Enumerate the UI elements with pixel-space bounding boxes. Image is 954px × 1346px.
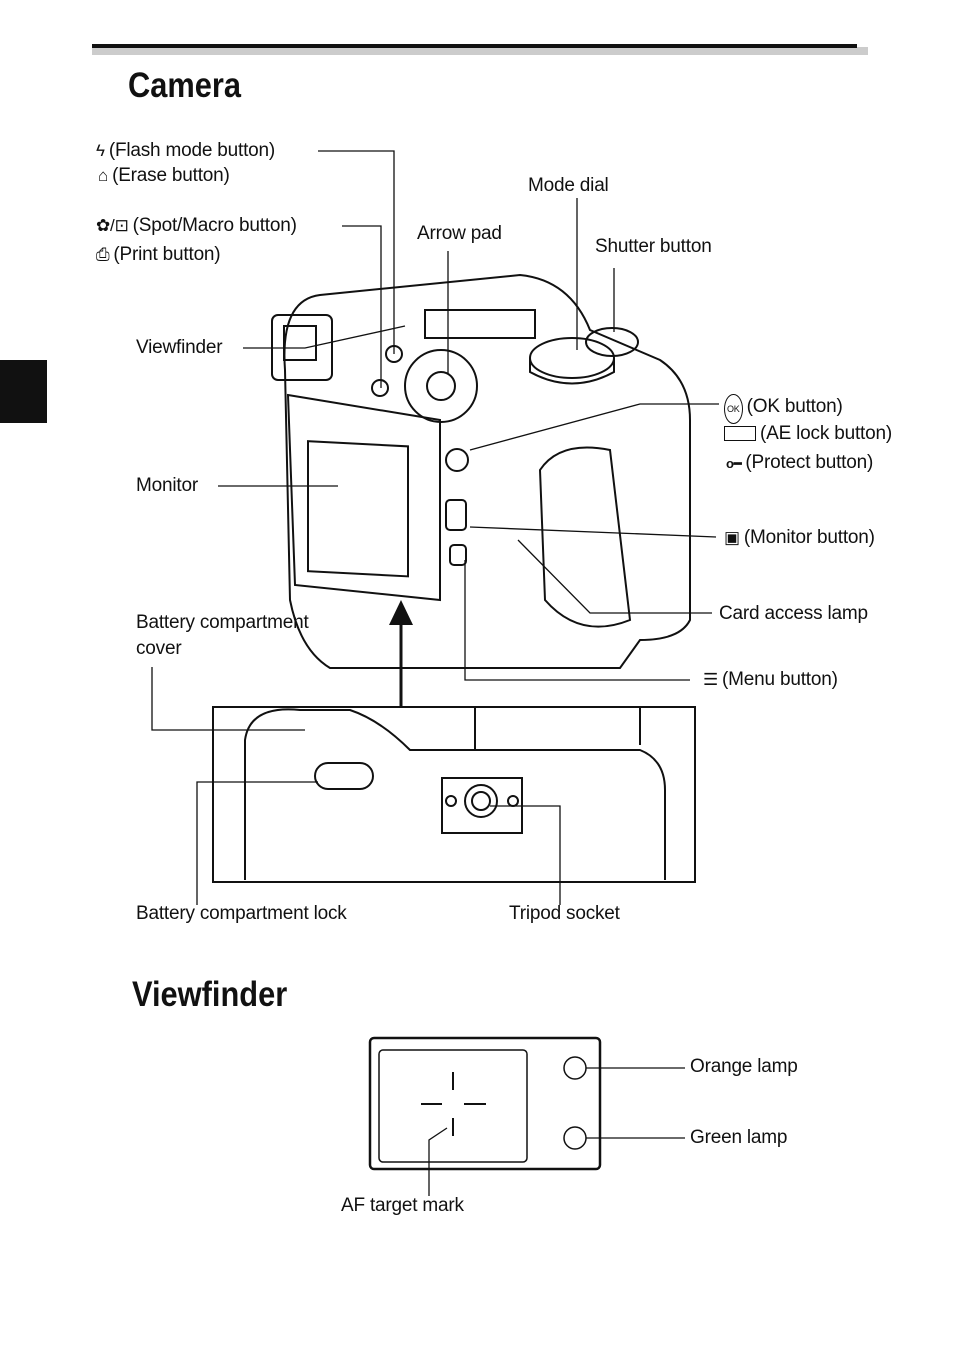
spot-macro-icon: ✿/⊡ [96, 216, 129, 235]
label-card-lamp: Card access lamp [719, 603, 868, 624]
label-tripod: Tripod socket [509, 903, 620, 924]
label-orange-lamp: Orange lamp [690, 1056, 798, 1077]
label-battery-lock: Battery compartment lock [136, 903, 347, 924]
label-battery-cover-2: cover [136, 638, 182, 659]
heading-camera: Camera [128, 66, 242, 105]
label-battery-cover: Battery compartment [136, 612, 309, 633]
label-print: ⎙(Print button) [96, 244, 221, 265]
monitor-icon: ▣ [724, 528, 740, 547]
label-erase: ⌂(Erase button) [98, 165, 230, 186]
label-ae-lock: (AE lock button) [724, 423, 892, 445]
label-monitor: Monitor [136, 475, 198, 496]
print-icon: ⎙ [96, 245, 110, 264]
camera-illustration [271, 273, 691, 669]
label-arrow-pad: Arrow pad [417, 223, 502, 244]
label-protect: o━(Protect button) [726, 452, 874, 473]
label-ok: OK(OK button) [724, 394, 843, 424]
ok-icon: OK [724, 394, 743, 424]
label-spot-macro: ✿/⊡(Spot/Macro button) [96, 215, 297, 236]
menu-icon: ☰ [703, 670, 719, 689]
camera-bottom-illustration [212, 706, 696, 883]
label-af-target: AF target mark [341, 1195, 464, 1216]
label-flash: ϟ(Flash mode button) [96, 140, 276, 161]
flash-icon: ϟ [96, 141, 105, 160]
protect-key-icon: o━ [726, 456, 742, 471]
viewfinder-illustration [368, 1036, 685, 1196]
heading-viewfinder: Viewfinder [132, 975, 288, 1014]
label-menu: ☰(Menu button) [703, 669, 838, 690]
label-green-lamp: Green lamp [690, 1127, 788, 1148]
label-mode-dial: Mode dial [528, 175, 609, 196]
label-shutter: Shutter button [595, 236, 712, 257]
label-viewfinder: Viewfinder [136, 337, 223, 358]
label-monitor-button: ▣(Monitor button) [724, 527, 875, 548]
ae-lock-icon [724, 426, 756, 442]
section-tab [0, 360, 47, 423]
erase-icon: ⌂ [98, 166, 109, 185]
